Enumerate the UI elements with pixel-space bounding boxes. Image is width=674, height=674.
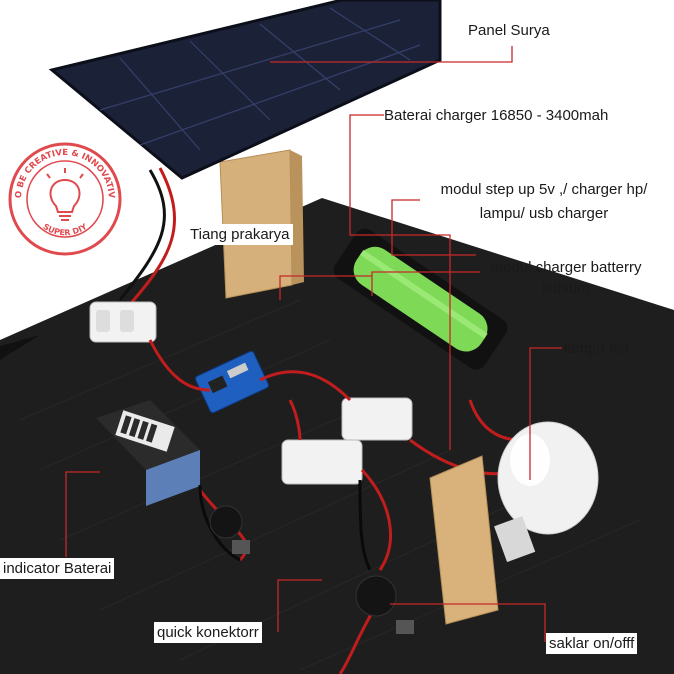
badge-inner-ring bbox=[26, 160, 104, 238]
switch-left bbox=[209, 505, 250, 554]
switch-right bbox=[355, 575, 414, 634]
label-modul-charger-line2: litthium bbox=[542, 280, 590, 297]
label-modul-step-up-line2: lampu/ usb charger bbox=[479, 205, 609, 222]
brand-badge: TO BE CREATIVE & INNOVATIVE SUPER DIY bbox=[3, 133, 124, 258]
board-front-edge bbox=[0, 335, 40, 360]
label-modul-charger: modul charger batterry litthium bbox=[480, 258, 652, 298]
badge-svg: TO BE CREATIVE & INNOVATIVE SUPER DIY bbox=[3, 133, 122, 256]
badge-outer-ring bbox=[8, 142, 122, 256]
label-tiang-prakarya: Tiang prakarya bbox=[187, 224, 293, 245]
black-wires bbox=[198, 479, 372, 571]
usb-wood-block bbox=[429, 455, 499, 625]
label-modul-charger-line1: modul charger batterry bbox=[490, 259, 642, 276]
solar-panel bbox=[48, 0, 442, 180]
label-panel-surya: Panel Surya bbox=[468, 22, 550, 39]
panel-wire-red bbox=[130, 167, 176, 303]
label-baterai-charger: Baterai charger 16850 - 3400mah bbox=[384, 107, 609, 124]
lightbulb-icon bbox=[46, 168, 84, 221]
quick-connector-top bbox=[89, 301, 157, 343]
quick-connector-middle bbox=[281, 397, 413, 485]
battery-indicator-module bbox=[96, 400, 200, 506]
label-modul-step-up-line1: modul step up 5v ,/ charger hp/ bbox=[440, 181, 648, 198]
callout-lines bbox=[65, 46, 562, 642]
label-indicator-baterai: indicator Baterai bbox=[0, 558, 115, 579]
label-quick-konektor: quick konektorr bbox=[154, 622, 262, 643]
label-saklar: saklar on/offf bbox=[546, 633, 638, 654]
wooden-post-side bbox=[290, 150, 304, 285]
label-lampu-led: lampu led bbox=[564, 340, 630, 357]
label-modul-step-up: modul step up 5v ,/ charger hp/ lampu/ u… bbox=[418, 180, 670, 223]
charger-module bbox=[195, 350, 269, 414]
panel-wire bbox=[118, 169, 166, 301]
